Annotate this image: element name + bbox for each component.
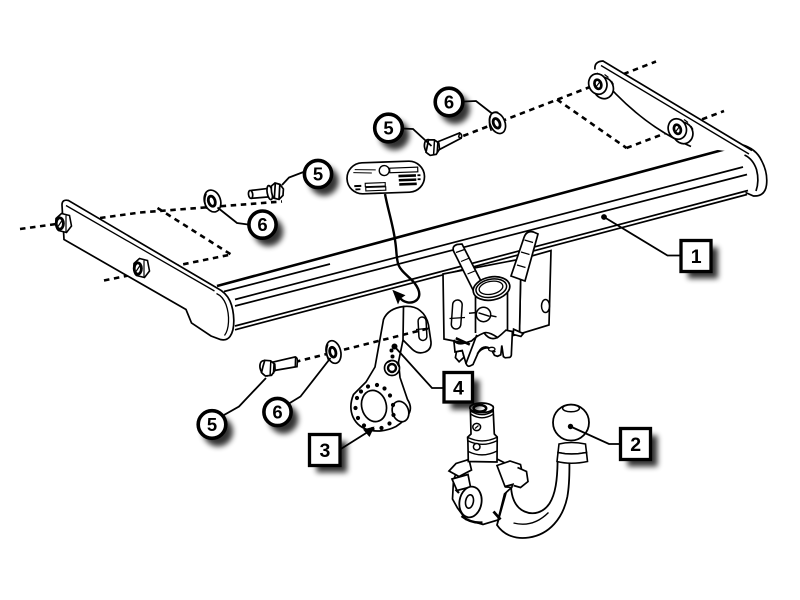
svg-text:4: 4 <box>453 377 464 399</box>
svg-text:5: 5 <box>207 414 217 435</box>
svg-text:1: 1 <box>691 246 702 268</box>
svg-text:5: 5 <box>313 164 323 185</box>
svg-text:2: 2 <box>630 434 641 456</box>
svg-text:5: 5 <box>383 118 393 139</box>
svg-text:3: 3 <box>319 440 330 462</box>
svg-text:6: 6 <box>272 402 282 423</box>
svg-text:6: 6 <box>257 214 267 235</box>
svg-text:6: 6 <box>444 92 454 113</box>
